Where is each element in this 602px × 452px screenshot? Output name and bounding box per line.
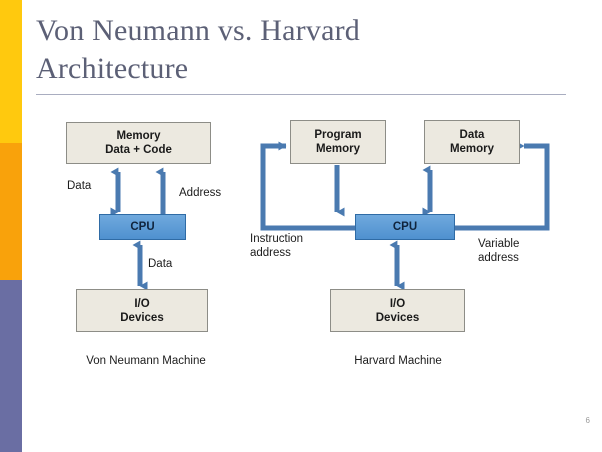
hv-label-variable-address: Variable address [478,238,520,264]
hv-io-box[interactable]: I/O Devices [330,289,465,332]
vn-label-address: Address [179,187,222,199]
vn-io-line1: I/O [134,297,150,310]
accent-bar-gap [22,0,25,452]
page-title-line2: Architecture [36,52,189,85]
hv-data-memory-line1: Data [459,129,485,141]
hv-cpu-box[interactable]: CPU [355,214,455,240]
vn-memory-line2: Data + Code [105,144,172,156]
page-title: Von Neumann vs. Harvard Architecture [36,12,566,88]
vn-memory-line1: Memory [116,130,161,142]
page-title-line1: Von Neumann vs. Harvard [36,14,360,47]
hv-io-line2: Devices [375,311,420,324]
page-number: 6 [585,416,590,425]
hv-data-memory-box[interactable]: Data Memory [424,120,520,164]
hv-data-memory-line2: Memory [449,143,495,155]
hv-program-memory-box[interactable]: Program Memory [290,120,386,164]
title-underline-rule [36,94,566,95]
hv-label-instruction-address: Instruction address [250,233,304,259]
vn-io-line2: Devices [120,311,164,324]
vn-cpu-box[interactable]: CPU [99,214,186,240]
hv-cpu-label: CPU [392,221,418,233]
left-accent-bar [0,0,22,452]
hv-caption: Harvard Machine [354,355,442,367]
hv-io-line1: I/O [389,297,406,310]
hv-program-memory-line1: Program [314,129,362,141]
accent-segment-orange [0,143,22,280]
vn-cpu-label: CPU [130,221,155,233]
vn-io-box[interactable]: I/O Devices [76,289,208,332]
vn-label-data-bottom: Data [148,258,173,270]
hv-program-memory-line2: Memory [315,143,361,155]
accent-segment-yellow [0,0,22,143]
vn-label-data-top: Data [67,180,92,192]
vn-memory-box[interactable]: Memory Data + Code [66,122,211,164]
vn-caption: Von Neumann Machine [86,355,206,367]
accent-segment-purple [0,280,22,452]
